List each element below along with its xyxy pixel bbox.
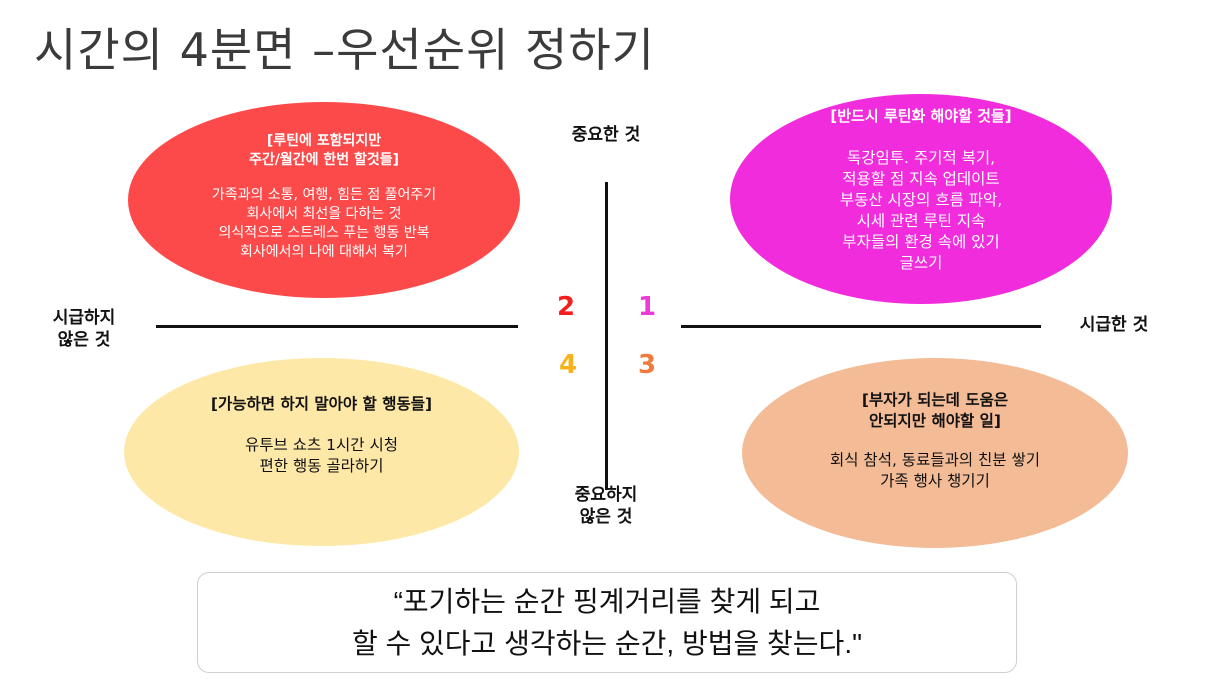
quadrant-4-body: 유투브 쇼츠 1시간 시청 편한 행동 골라하기 — [245, 435, 398, 475]
quadrant-3-ellipse: [부자가 되는데 도움은 안되지만 해야할 일] 회식 참석, 동료들과의 친분… — [742, 358, 1128, 548]
quadrant-2-ellipse: [루틴에 포함되지만 주간/월간에 한번 할것들] 가족과의 소통, 여행, 힘… — [128, 102, 520, 298]
quadrant-1-heading: [반드시 루틴화 해야할 것들] — [830, 107, 1012, 125]
axis-label-important: 중요한 것 — [571, 125, 641, 145]
quadrant-3-heading: [부자가 되는데 도움은 안되지만 해야할 일] — [861, 391, 1009, 430]
axis-label-not-important: 중요하지 않은 것 — [574, 485, 638, 527]
quadrant-1-body: 독강임투. 주기적 복기, 적용할 점 지속 업데이트 부동산 시장의 흐름 파… — [839, 149, 1003, 272]
horizontal-axis-line-left — [156, 325, 518, 328]
quadrant-1-ellipse: [반드시 루틴화 해야할 것들] 독강임투. 주기적 복기, 적용할 점 지속 … — [730, 94, 1112, 304]
axis-label-not-urgent: 시급하지 않은 것 — [52, 308, 116, 350]
quadrant-2-heading: [루틴에 포함되지만 주간/월간에 한번 할것들] — [248, 133, 400, 168]
axis-label-urgent: 시급한 것 — [1079, 315, 1149, 335]
quadrant-number-1: 1 — [637, 292, 657, 322]
quote-line-1: “포기하는 순간 핑계거리를 찾게 되고 — [393, 585, 821, 617]
quadrant-4-ellipse: [가능하면 하지 말아야 할 행동들] 유투브 쇼츠 1시간 시청 편한 행동 … — [124, 358, 519, 546]
quote-box: “포기하는 순간 핑계거리를 찾게 되고 할 수 있다고 생각하는 순간, 방법… — [197, 572, 1017, 673]
horizontal-axis-line-right — [681, 325, 1041, 328]
quadrant-number-2: 2 — [556, 292, 576, 322]
vertical-axis-line — [605, 182, 608, 490]
quadrant-2-body: 가족과의 소통, 여행, 힘든 점 풀어주기 회사에서 최선을 다하는 것 의식… — [211, 187, 437, 260]
page-title: 시간의 4분면 –우선순위 정하기 — [34, 23, 655, 77]
quadrant-3-body: 회식 참석, 동료들과의 친분 쌓기 가족 행사 챙기기 — [829, 451, 1041, 490]
quadrant-4-heading: [가능하면 하지 말아야 할 행동들] — [210, 394, 433, 413]
quadrant-number-3: 3 — [637, 350, 657, 380]
quote-line-2: 할 수 있다고 생각하는 순간, 방법을 찾는다." — [351, 627, 863, 659]
quadrant-number-4: 4 — [558, 350, 578, 380]
